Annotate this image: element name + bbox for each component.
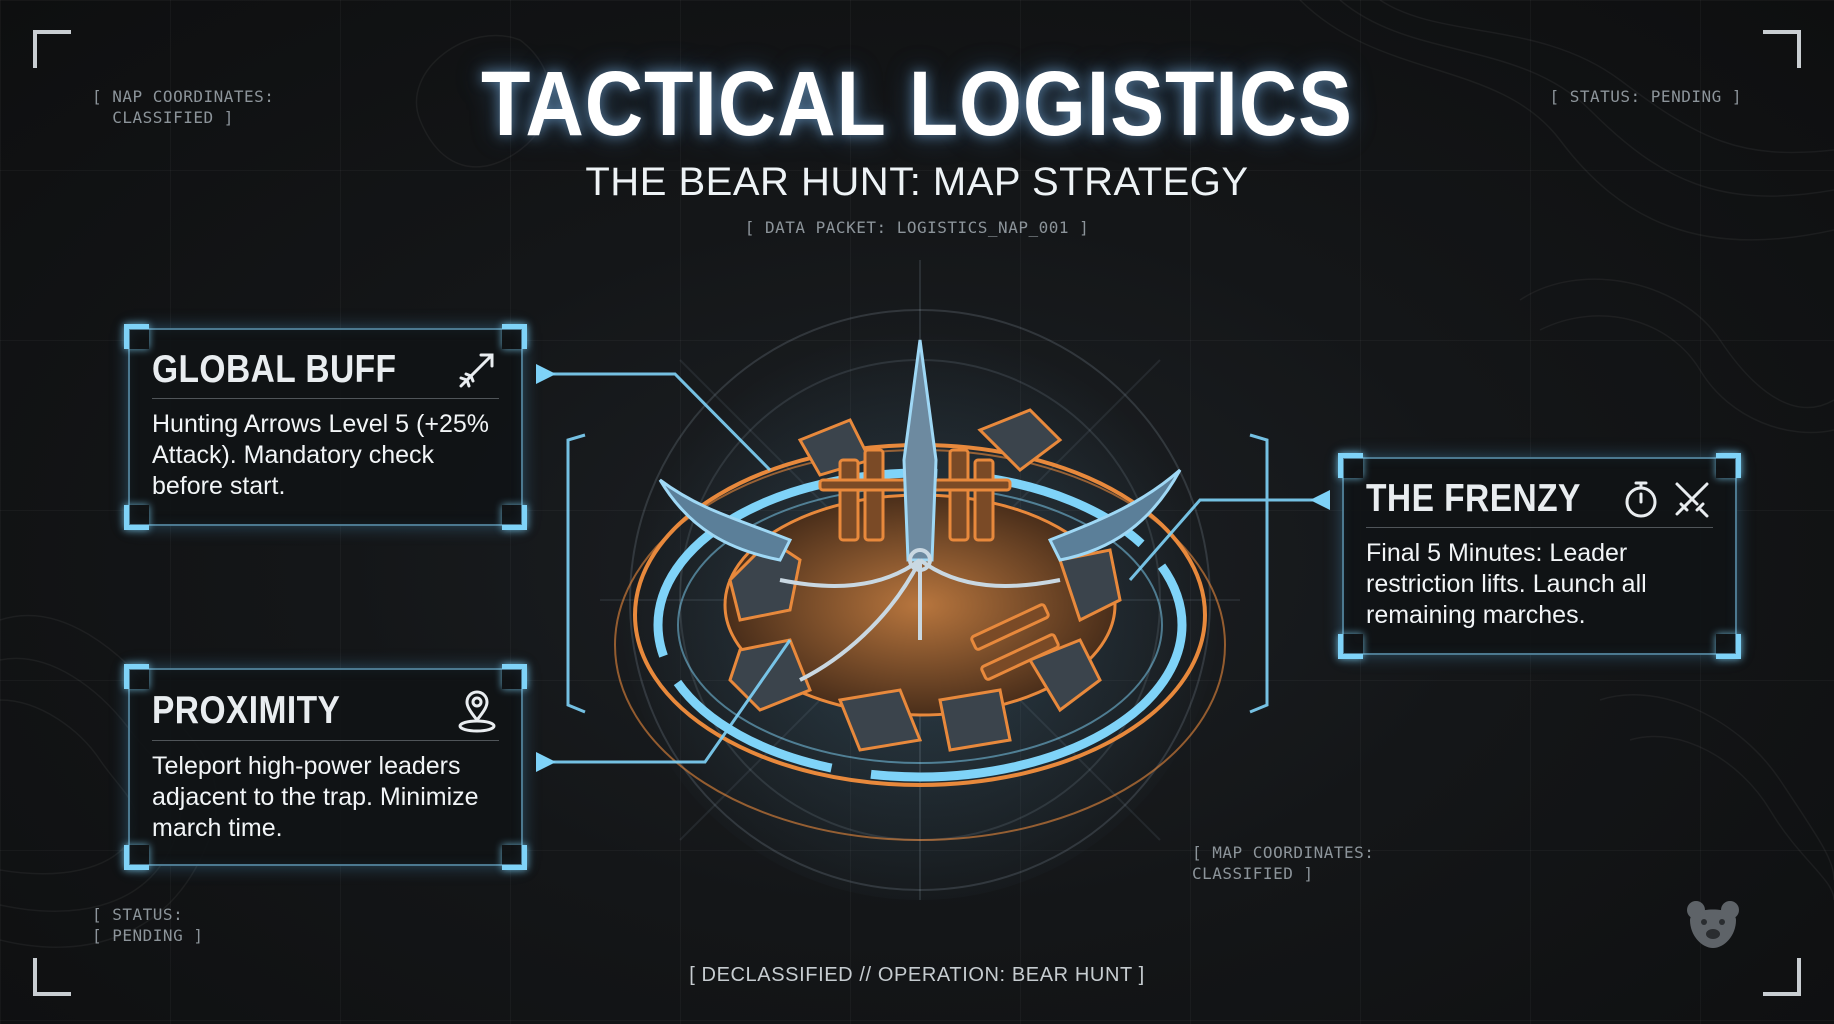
card-corner bbox=[124, 505, 149, 530]
card-corner bbox=[124, 664, 149, 689]
card-corner bbox=[502, 664, 527, 689]
stopwatch-icon bbox=[1625, 481, 1657, 518]
proximity-card[interactable]: PROXIMITY Teleport high-power leaders ad… bbox=[124, 664, 527, 870]
data-packet-label: [ DATA PACKET: LOGISTICS_NAP_001 ] bbox=[744, 218, 1090, 237]
card-corner bbox=[1338, 453, 1363, 478]
card-corner bbox=[1716, 634, 1741, 659]
proximity-title: PROXIMITY bbox=[152, 689, 341, 732]
corner-bracket-top-right bbox=[1763, 30, 1801, 68]
card-header: THE FRENZY bbox=[1366, 477, 1713, 528]
card-corner bbox=[124, 324, 149, 349]
bear-logo-icon bbox=[1687, 901, 1739, 948]
bear-trap-illustration bbox=[600, 260, 1240, 900]
arrow-icon bbox=[459, 353, 494, 388]
page-subtitle: THE BEAR HUNT: MAP STRATEGY bbox=[585, 160, 1249, 204]
crossed-swords-icon bbox=[1675, 482, 1709, 518]
card-header: PROXIMITY bbox=[152, 688, 499, 741]
corner-bracket-top-left bbox=[33, 30, 71, 68]
global-buff-body: Hunting Arrows Level 5 (+25% Attack). Ma… bbox=[152, 410, 489, 500]
page-title: TACTICAL LOGISTICS bbox=[481, 53, 1353, 155]
location-pin-icon bbox=[458, 690, 496, 733]
corner-bracket-bottom-right bbox=[1763, 958, 1801, 996]
corner-bracket-bottom-left bbox=[33, 958, 71, 996]
card-corner bbox=[502, 845, 527, 870]
card-header: GLOBAL BUFF bbox=[152, 348, 499, 399]
global-buff-card[interactable]: GLOBAL BUFF Hunting Arrows Level 5 (+25%… bbox=[124, 324, 527, 530]
frenzy-card[interactable]: THE FRENZY Final 5 Min bbox=[1338, 453, 1741, 659]
card-corner bbox=[124, 845, 149, 870]
label-bottom-left: [ STATUS: [ PENDING ] bbox=[92, 905, 204, 945]
card-corner bbox=[1338, 634, 1363, 659]
footer-label: [ DECLASSIFIED // OPERATION: BEAR HUNT ] bbox=[689, 964, 1145, 986]
label-top-left: [ NAP COORDINATES: CLASSIFIED ] bbox=[92, 87, 275, 127]
proximity-body: Teleport high-power leaders adjacent to … bbox=[152, 752, 479, 842]
frenzy-body: Final 5 Minutes: Leader restriction lift… bbox=[1366, 539, 1647, 629]
card-corner bbox=[502, 324, 527, 349]
global-buff-title: GLOBAL BUFF bbox=[152, 348, 397, 391]
frenzy-title: THE FRENZY bbox=[1366, 477, 1581, 520]
label-top-right: [ STATUS: PENDING ] bbox=[1549, 87, 1742, 106]
card-corner bbox=[502, 505, 527, 530]
card-corner bbox=[1716, 453, 1741, 478]
label-map-coordinates: [ MAP COORDINATES: CLASSIFIED ] bbox=[1192, 843, 1375, 883]
